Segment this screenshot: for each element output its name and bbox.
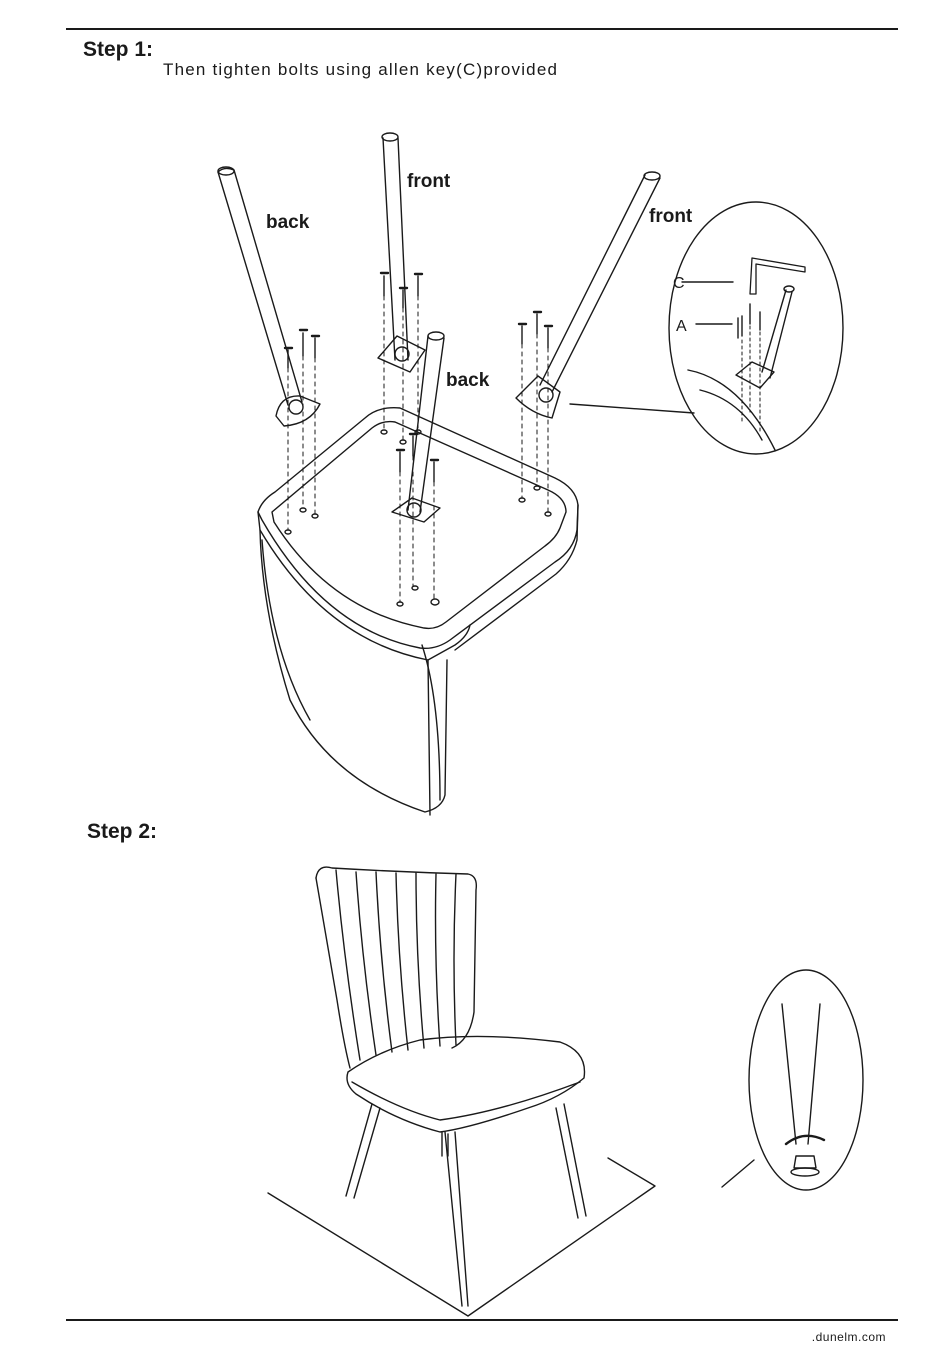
detail-callout-allen-key [570,202,843,454]
chair-upright [316,867,586,1306]
label-part-a: A [676,318,687,335]
step-2-title: Step 2: [87,820,157,844]
bolt-holes [285,430,551,606]
label-back-left: back [266,212,310,233]
leg-front-right [516,172,660,418]
detail-callout-leveller [722,970,863,1190]
footer-brand: .dunelm.com [812,1330,886,1344]
bottom-rule [66,1319,898,1321]
screws-front-middle [381,273,422,308]
screws-back-center [397,434,438,482]
label-part-c: C [673,275,685,292]
label-back-center: back [446,370,490,391]
screws-front-right [519,312,552,348]
label-front-middle: front [407,171,451,192]
chair-seat-underside [258,408,578,815]
floor-outline [268,1158,655,1316]
leg-back-left [218,167,320,426]
label-front-right: front [649,206,693,227]
